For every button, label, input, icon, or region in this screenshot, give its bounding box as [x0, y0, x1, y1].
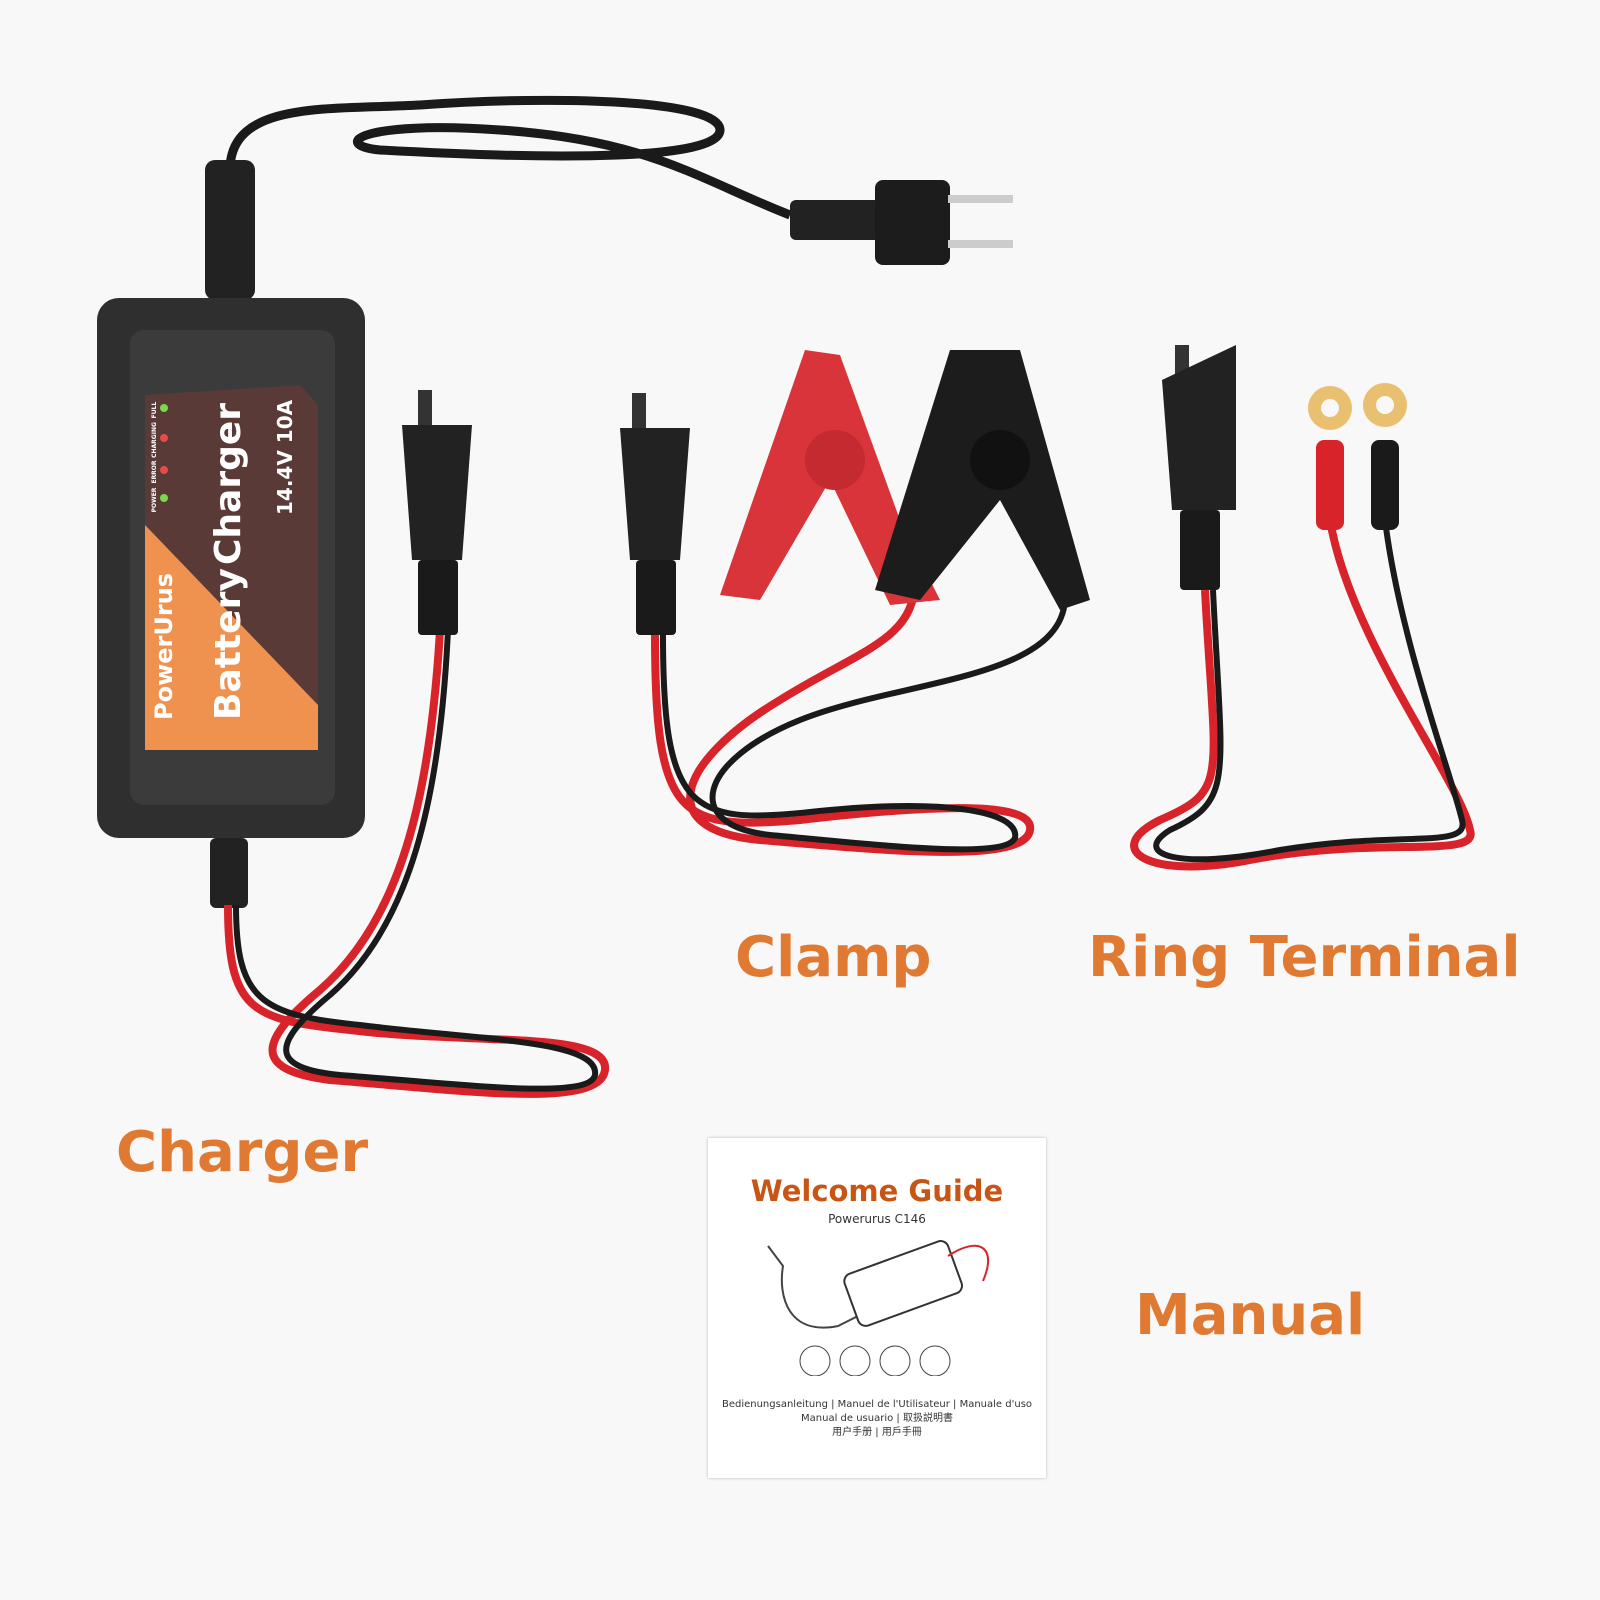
charger-output-strain — [210, 838, 248, 908]
manual-illustration — [767, 1240, 989, 1376]
led-power — [160, 494, 168, 502]
manual-booklet: Welcome Guide Powerurus C146 Bedienungsa… — [708, 1138, 1046, 1478]
cord-strain-relief — [205, 160, 255, 300]
sae-connector-clamp — [620, 393, 690, 635]
led-error — [160, 466, 168, 474]
led-charging — [160, 434, 168, 442]
charger-product-line2: Charger — [208, 403, 249, 565]
charger-rating: 14.4V 10A — [273, 399, 297, 515]
ac-cord — [225, 95, 792, 220]
red-alligator-clamp — [720, 350, 940, 605]
led-label-full: FULL — [151, 402, 158, 419]
manual-subtitle: Powerurus C146 — [828, 1212, 926, 1226]
manual-title: Welcome Guide — [750, 1174, 1004, 1208]
ring-terminals — [1308, 383, 1407, 530]
ring-cable — [1130, 519, 1475, 871]
sae-connector-charger — [402, 390, 472, 635]
label-ring-terminal: Ring Terminal — [1088, 925, 1521, 990]
manual-languages-3: 用户手册 | 用戶手冊 — [832, 1427, 922, 1438]
led-label-error: ERROR — [151, 460, 158, 483]
charger-device: PowerUrus Battery Charger 14.4V 10A POWE… — [97, 298, 365, 838]
label-charger: Charger — [116, 1120, 369, 1185]
label-manual: Manual — [1135, 1283, 1366, 1348]
ac-plug — [790, 180, 1013, 265]
manual-languages-2: Manual de usuario | 取扱説明書 — [801, 1413, 953, 1424]
charger-output-cable — [224, 629, 610, 1098]
led-label-charging: CHARGING — [151, 422, 158, 458]
led-full — [160, 404, 168, 412]
led-label-power: POWER — [151, 487, 158, 512]
black-alligator-clamp — [875, 350, 1090, 610]
manual-languages-1: Bedienungsanleitung | Manuel de l'Utilis… — [721, 1399, 1033, 1410]
charger-product-line1: Battery — [208, 568, 249, 720]
charger-brand: PowerUrus — [150, 573, 178, 720]
label-clamp: Clamp — [735, 925, 932, 990]
sae-connector-ring — [1162, 345, 1236, 590]
